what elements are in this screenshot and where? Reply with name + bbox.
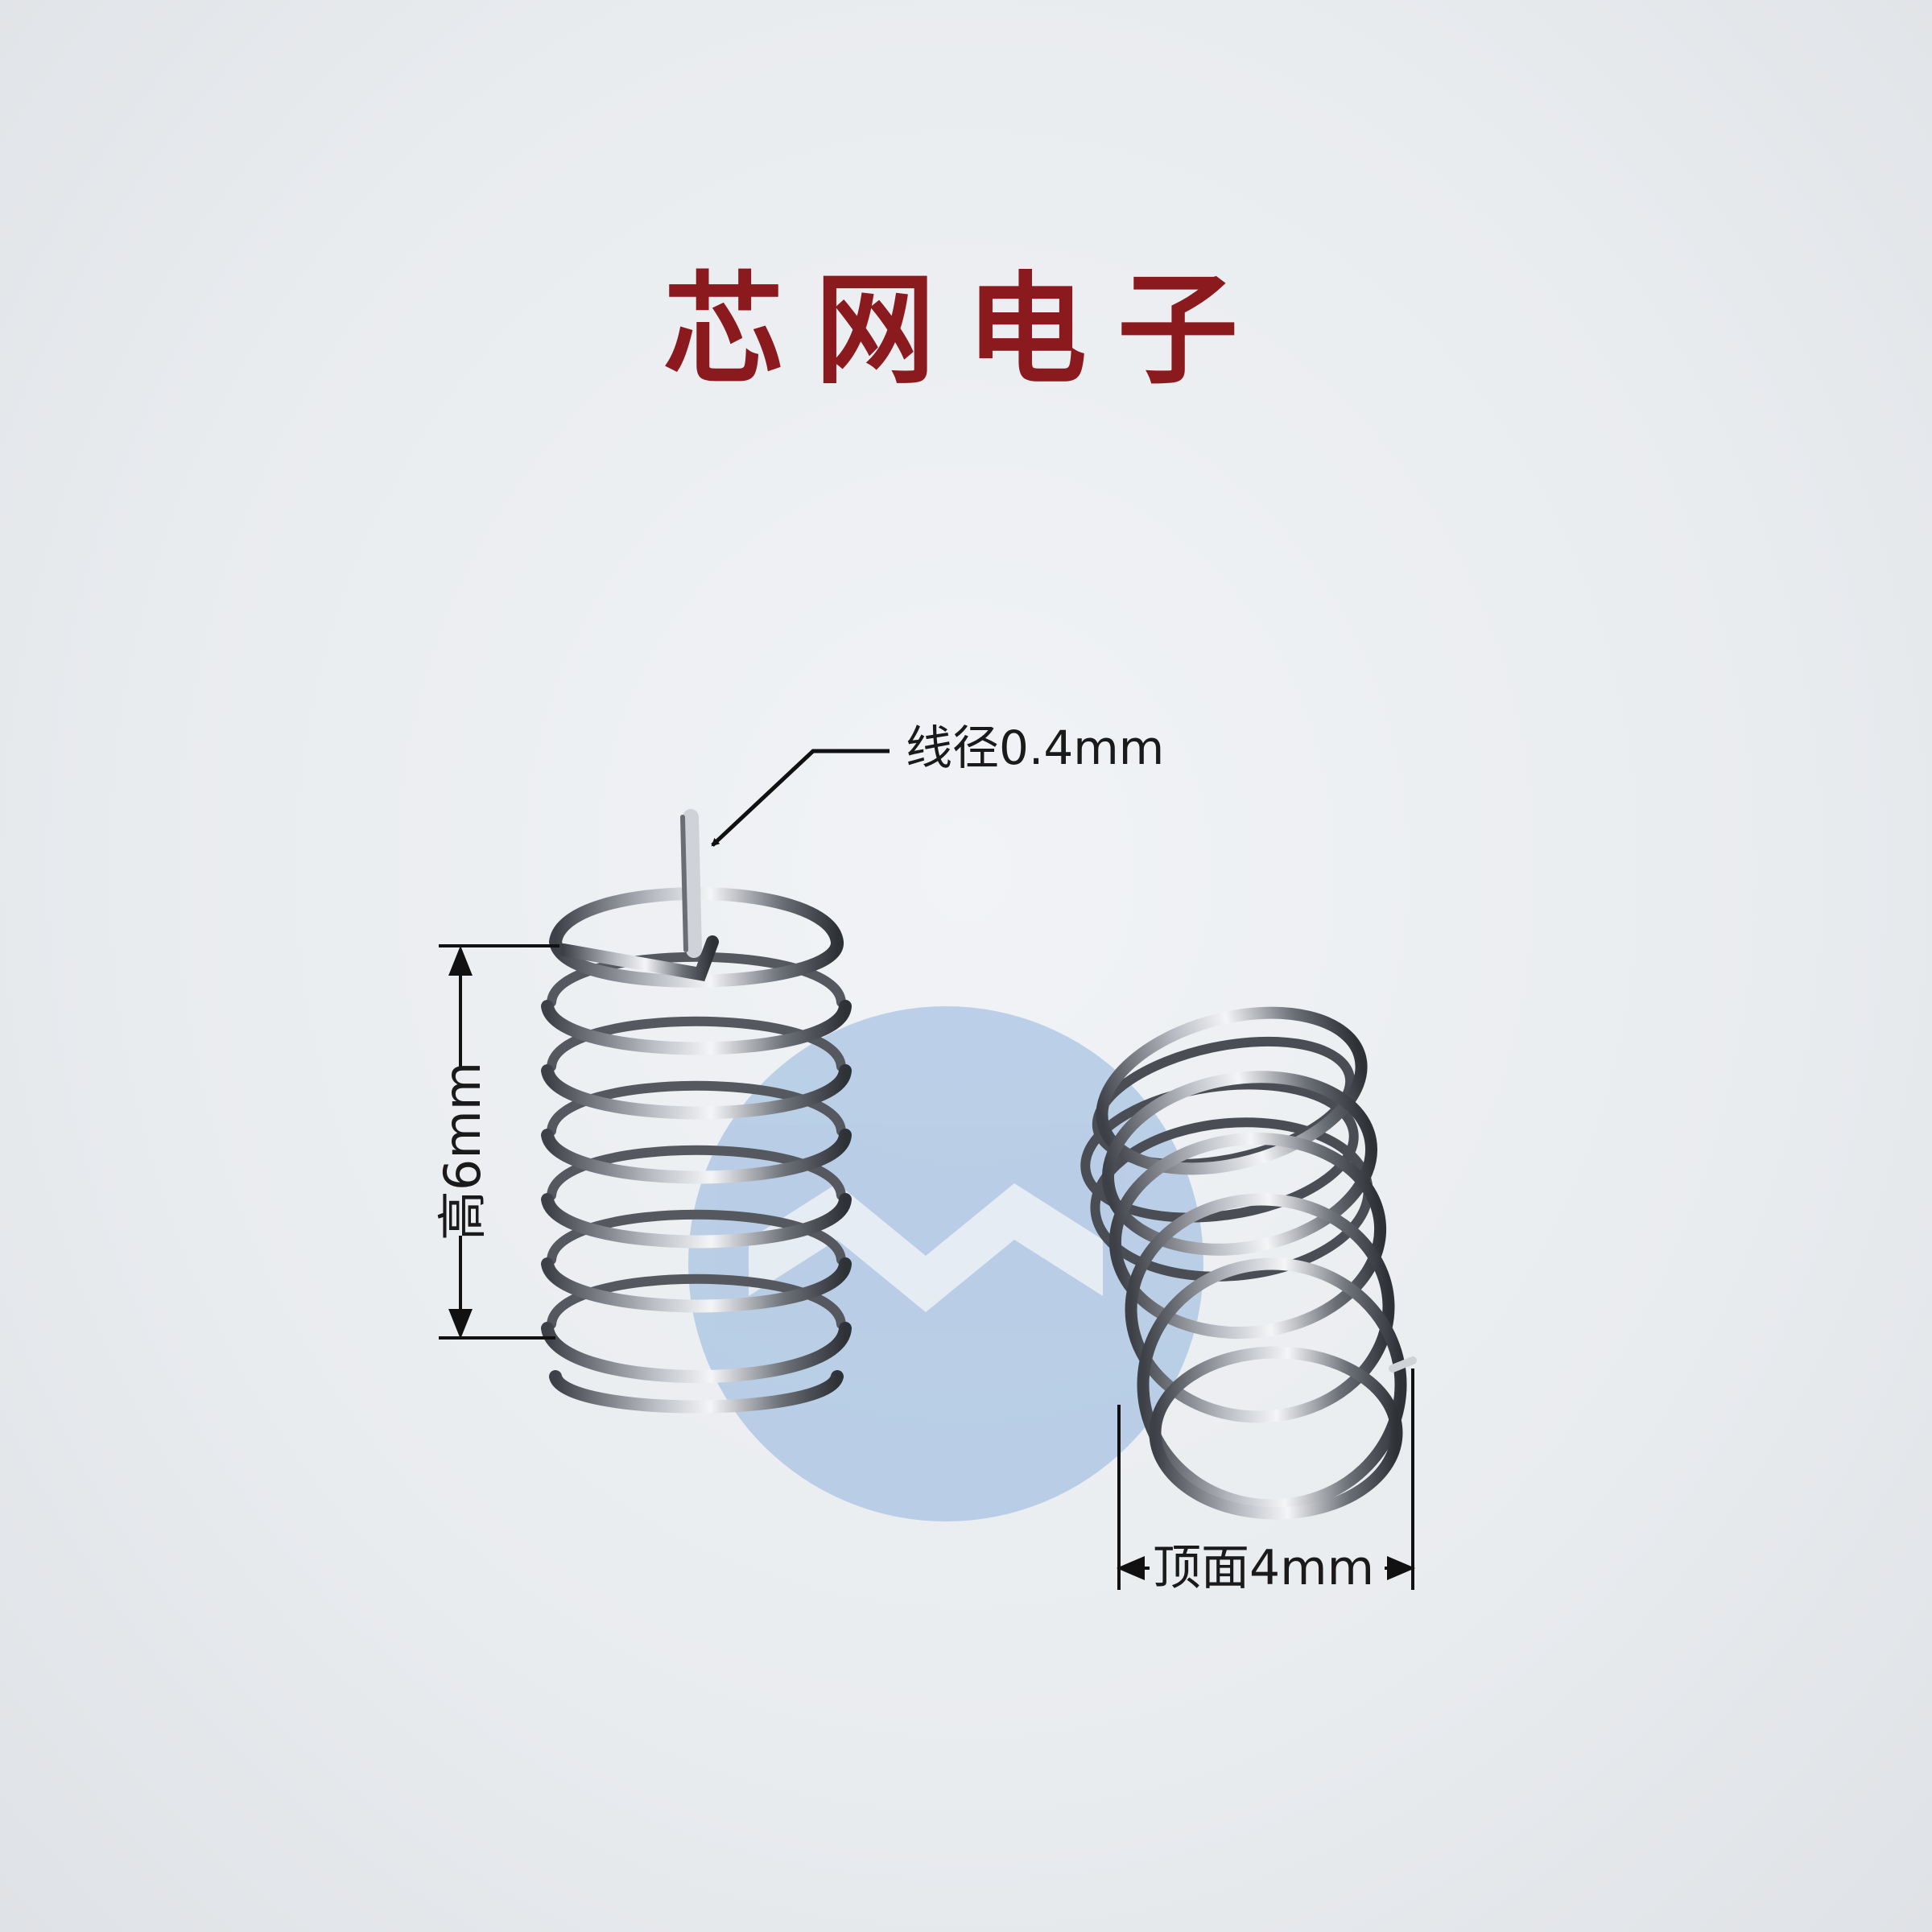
wire-diameter-label: 线径0.4mm: [906, 720, 1165, 775]
brand-title: 芯网电子: [663, 259, 1269, 401]
top-diameter-dimension: [1116, 1368, 1416, 1590]
top-diameter-label: 顶面4mm: [1153, 1540, 1375, 1596]
wire-diameter-leader: [711, 749, 890, 847]
spring-upright-icon: [541, 809, 852, 1414]
height-dimension: [439, 944, 559, 1340]
height-label: 高6mm: [433, 1061, 492, 1241]
spring-tilted-icon: [1080, 1006, 1417, 1520]
